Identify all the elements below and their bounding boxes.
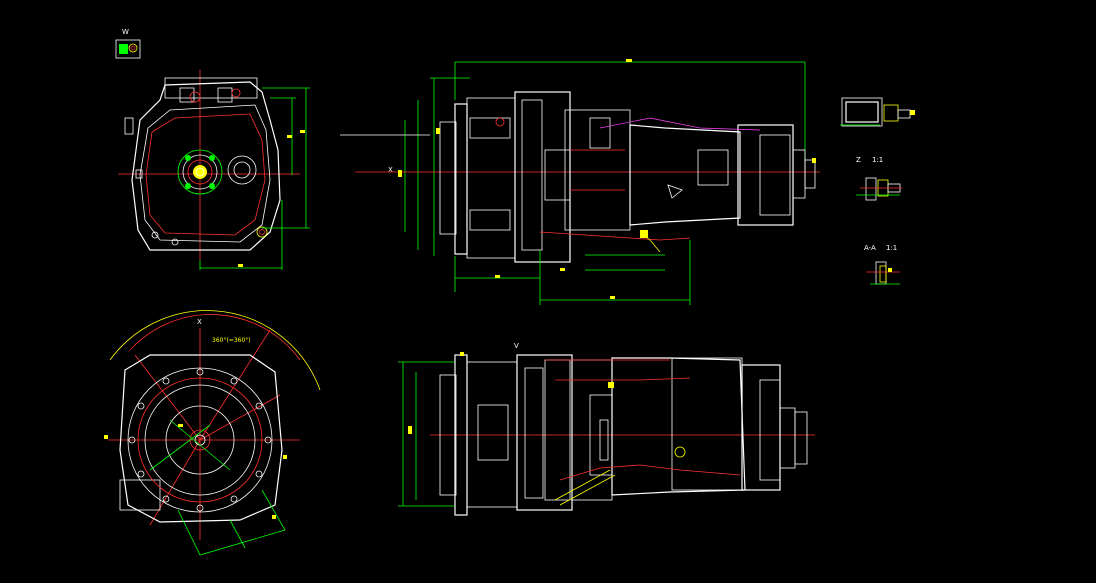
detail-z-label: Z	[856, 156, 861, 164]
detail-top-right	[840, 97, 915, 127]
front-view	[118, 70, 310, 270]
rear-view: X 360°(=360°)	[104, 310, 321, 556]
detail-aa-label: A-A	[864, 244, 876, 252]
rear-view-angle-label: 360°(=360°)	[212, 337, 251, 344]
detail-aa-view: A-A 1:1	[864, 244, 900, 285]
side-view-bottom: V	[398, 342, 815, 516]
side-view-bottom-section-mark: V	[514, 342, 519, 350]
bolt-circle	[128, 368, 272, 512]
detail-aa-scale: 1:1	[886, 244, 897, 252]
detail-z-view: Z 1:1	[856, 156, 902, 201]
detail-w-label: W	[122, 28, 129, 36]
detail-w-view: W	[115, 28, 141, 59]
side-view-top: X	[340, 59, 820, 305]
side-view-top-section-mark: X	[388, 166, 393, 174]
rear-view-section-mark: X	[197, 318, 202, 326]
detail-z-scale: 1:1	[872, 156, 883, 164]
